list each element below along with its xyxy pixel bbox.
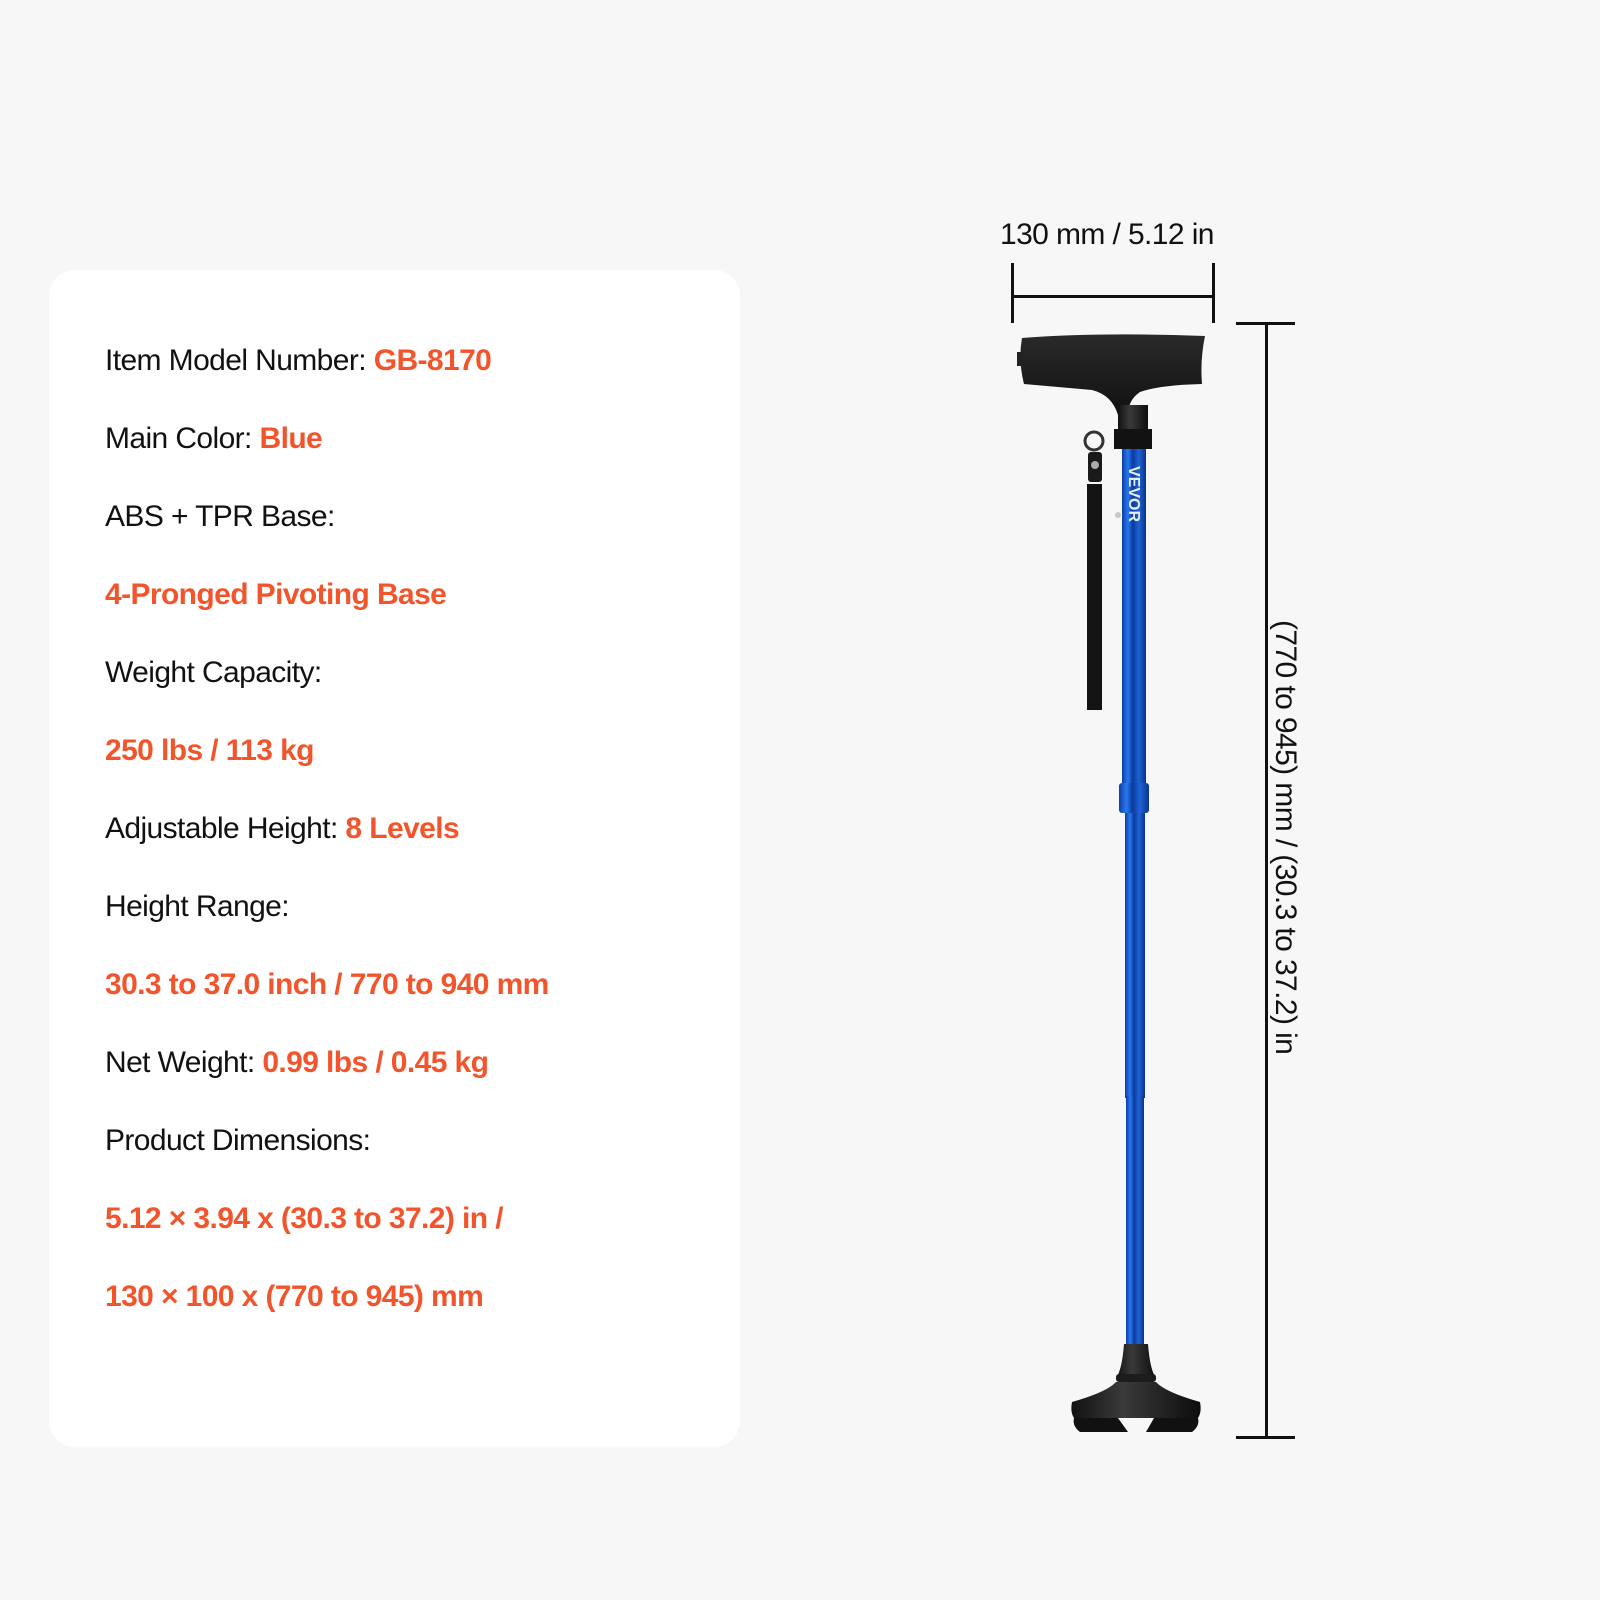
spec-weight-capacity-label: Weight Capacity: <box>105 655 322 691</box>
width-dimension-tick-left <box>1011 263 1014 323</box>
spec-base-value: 4-Pronged Pivoting Base <box>105 577 447 613</box>
spec-label: Height Range: <box>105 890 290 923</box>
vevor-logo: VEVOR <box>1125 466 1142 522</box>
cane-handle <box>1017 334 1205 449</box>
spec-value: 30.3 to 37.0 inch / 770 to 940 mm <box>105 968 549 1001</box>
spec-value: 0.99 lbs / 0.45 kg <box>262 1046 489 1079</box>
spec-label: Net Weight: <box>105 1046 263 1079</box>
spec-label: Main Color: <box>105 422 260 455</box>
spec-height-range-label: Height Range: <box>105 889 290 925</box>
spec-adjustable-height: Adjustable Height: 8 Levels <box>105 811 460 847</box>
spec-dimensions-label: Product Dimensions: <box>105 1123 371 1159</box>
spec-value: 5.12 × 3.94 x (30.3 to 37.2) in / <box>105 1202 504 1235</box>
spec-value: 130 × 100 x (770 to 945) mm <box>105 1280 484 1313</box>
spec-model-number: Item Model Number: GB-8170 <box>105 343 492 379</box>
spec-value: 8 Levels <box>345 812 460 845</box>
spec-label: Adjustable Height: <box>105 812 346 845</box>
spec-label: ABS + TPR Base: <box>105 500 335 533</box>
spec-main-color: Main Color: Blue <box>105 421 323 457</box>
height-adjust-collar <box>1119 783 1149 813</box>
cane-lower-shaft <box>1126 1096 1144 1346</box>
spec-base-label: ABS + TPR Base: <box>105 499 335 535</box>
width-dimension-tick-right <box>1212 263 1215 323</box>
height-dimension-tick-bottom <box>1236 1436 1295 1439</box>
spec-value: GB-8170 <box>373 344 492 377</box>
spec-label: Weight Capacity: <box>105 656 322 689</box>
height-dimension-line <box>1265 322 1268 1439</box>
quad-base <box>1071 1344 1201 1432</box>
cane-upper-shaft <box>1122 449 1146 785</box>
cane-middle-shaft <box>1125 813 1145 1098</box>
spec-dimensions-value-imperial: 5.12 × 3.94 x (30.3 to 37.2) in / <box>105 1201 504 1237</box>
width-dimension-line <box>1011 295 1215 298</box>
spec-height-range-value: 30.3 to 37.0 inch / 770 to 940 mm <box>105 967 549 1003</box>
spec-label: Product Dimensions: <box>105 1124 371 1157</box>
spec-net-weight: Net Weight: 0.99 lbs / 0.45 kg <box>105 1045 489 1081</box>
spec-label: Item Model Number: <box>105 344 374 377</box>
spec-value: 4-Pronged Pivoting Base <box>105 578 447 611</box>
spec-weight-capacity-value: 250 lbs / 113 kg <box>105 733 314 769</box>
width-dimension-label: 130 mm / 5.12 in <box>1000 218 1214 251</box>
spec-value: 250 lbs / 113 kg <box>105 734 314 767</box>
spec-value: Blue <box>259 422 323 455</box>
specifications-card <box>49 270 740 1447</box>
spec-dimensions-value-metric: 130 × 100 x (770 to 945) mm <box>105 1279 484 1315</box>
wrist-strap <box>1083 430 1105 710</box>
